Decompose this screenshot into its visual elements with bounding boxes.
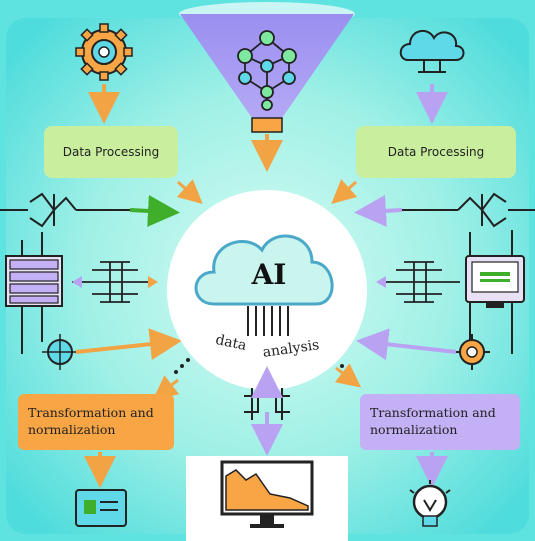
arrow-chip-left-to-ai bbox=[75, 328, 182, 361]
label-data-processing-left: Data Processing bbox=[62, 145, 160, 159]
id-card-icon bbox=[75, 489, 127, 527]
monitor-icon bbox=[465, 255, 525, 308]
gear-icon bbox=[75, 23, 133, 81]
chip-icon-left bbox=[42, 334, 78, 370]
lightbulb-icon bbox=[409, 480, 451, 527]
network-arrows-icon-left bbox=[72, 261, 158, 303]
label-transform-left: Transformation and normalization bbox=[28, 405, 154, 437]
arrow-purple-right-to-ai bbox=[354, 194, 403, 227]
box-data-processing-left bbox=[44, 126, 178, 178]
chip-icon-right bbox=[454, 334, 490, 370]
box-data-processing-right bbox=[356, 126, 516, 178]
arrow-ai-to-br bbox=[334, 363, 362, 388]
neural-network-icon bbox=[237, 30, 297, 111]
chart-monitor-icon bbox=[220, 460, 314, 528]
arrow-chip-right-to-ai bbox=[356, 328, 457, 361]
label-transform-right: Transformation and normalization bbox=[370, 405, 496, 437]
server-rack-icon bbox=[5, 255, 63, 307]
ai-title: AI bbox=[251, 258, 287, 291]
label-data-processing-right: Data Processing bbox=[387, 145, 485, 159]
box-transform-right bbox=[360, 394, 520, 450]
box-transform-left bbox=[18, 394, 174, 450]
arrow-tl-to-ai bbox=[176, 179, 203, 204]
arrow-tr-to-ai bbox=[331, 179, 358, 204]
arrow-green-to-ai bbox=[129, 194, 180, 227]
network-arrows-icon-right bbox=[376, 261, 460, 303]
arrow-ai-to-bl bbox=[152, 375, 180, 400]
cloud-icon bbox=[399, 29, 465, 73]
ai-cloud-icon bbox=[194, 234, 334, 336]
